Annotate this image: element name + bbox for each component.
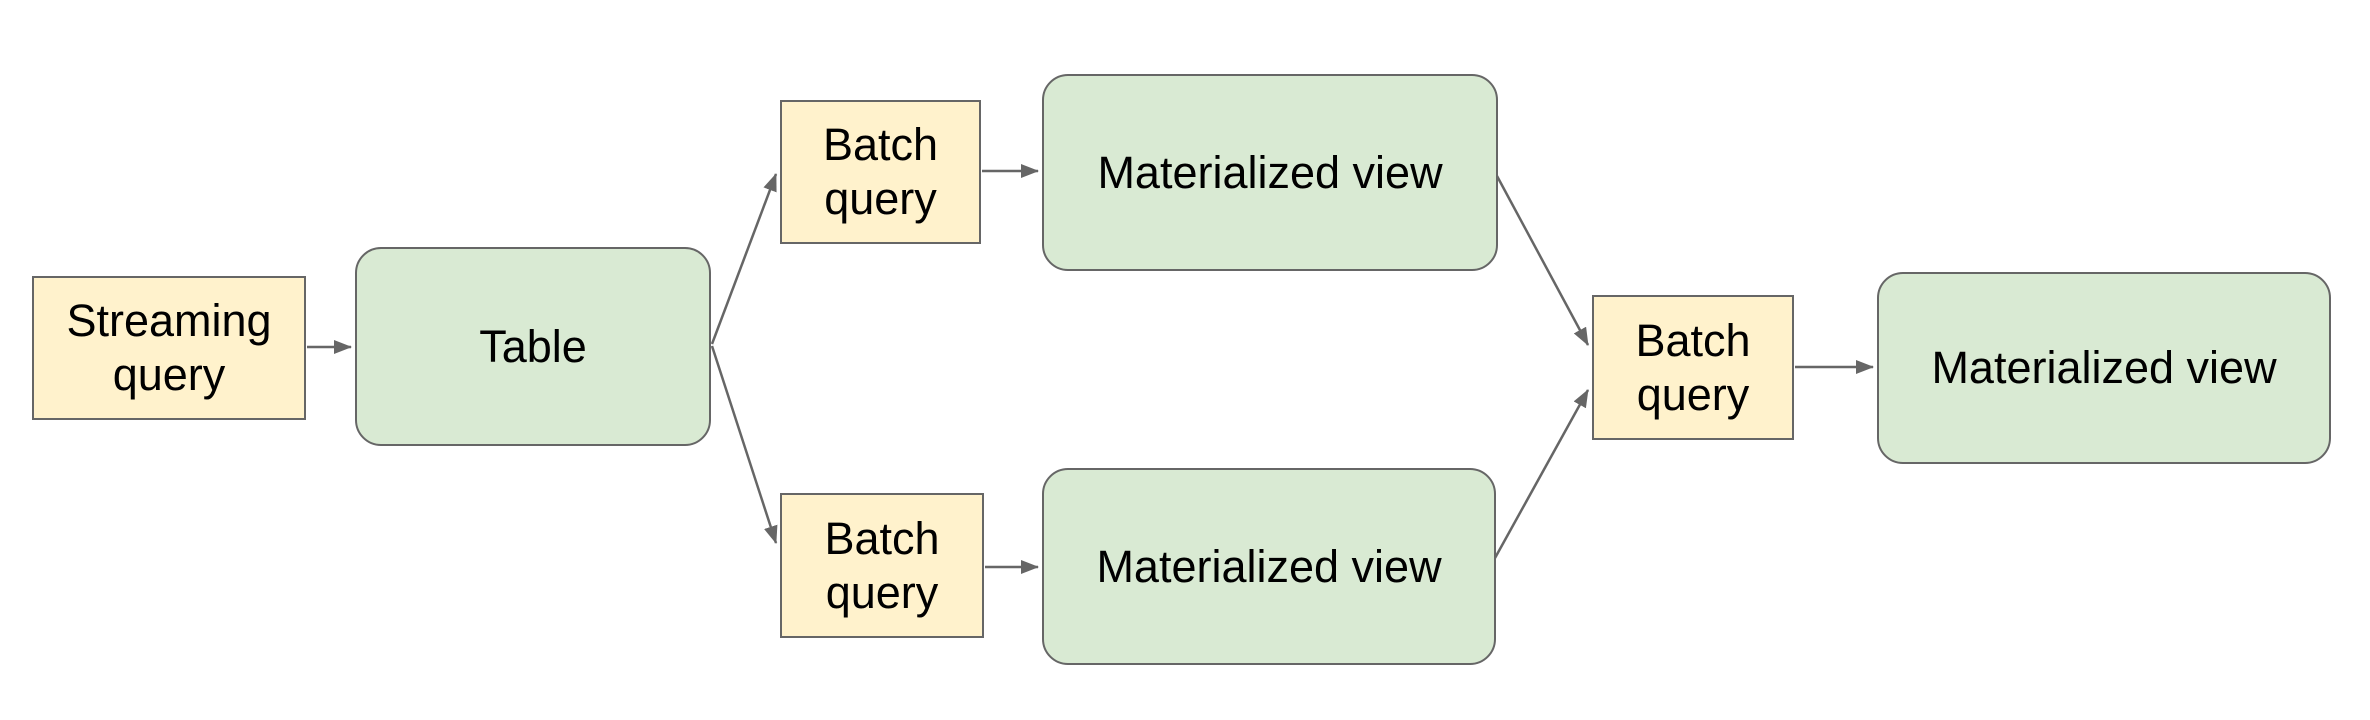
edge-materialized-view-top-to-batch-query-right <box>1495 175 1590 346</box>
node-label: Materialized view <box>1096 540 1442 592</box>
node-label: Streaming query <box>66 295 272 400</box>
node-label: Batch query <box>1635 314 1751 420</box>
node-label: Materialized view <box>1931 342 2277 393</box>
edge-table-to-batch-query-top <box>710 173 778 345</box>
node-materialized-view-top: Materialized view <box>1042 74 1498 271</box>
edge-table-to-batch-query-bottom <box>710 345 778 544</box>
node-materialized-view-bottom: Materialized view <box>1042 468 1496 665</box>
node-label: Batch query <box>822 119 939 224</box>
edge-materialized-view-bottom-to-batch-query-right <box>1493 389 1590 559</box>
node-batch-query-bottom: Batch query <box>780 493 984 638</box>
node-materialized-view-right: Materialized view <box>1877 272 2331 464</box>
node-label: Materialized view <box>1097 146 1443 198</box>
node-label: Batch query <box>824 512 940 618</box>
node-label: Table <box>479 320 587 372</box>
node-streaming-query: Streaming query <box>32 276 306 420</box>
node-batch-query-top: Batch query <box>780 100 981 244</box>
node-batch-query-right: Batch query <box>1592 295 1794 440</box>
node-table: Table <box>355 247 711 446</box>
